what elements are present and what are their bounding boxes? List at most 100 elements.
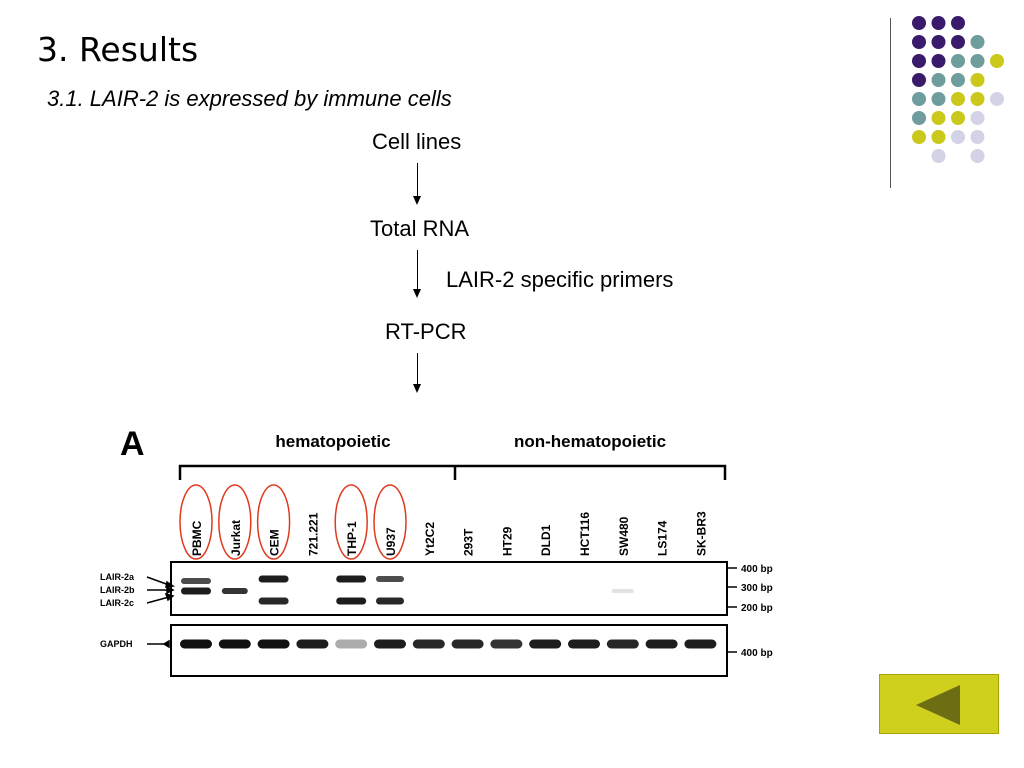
arrow-down-icon bbox=[413, 384, 421, 393]
gel-band bbox=[645, 639, 678, 649]
decorative-dot-grid bbox=[912, 16, 1004, 163]
lane-label: HCT116 bbox=[578, 512, 592, 556]
decorative-dot bbox=[912, 130, 926, 144]
decorative-dot bbox=[990, 92, 1004, 106]
flow-arrow-3 bbox=[417, 353, 418, 385]
lane-highlight-circle bbox=[334, 484, 368, 560]
decorative-dot bbox=[912, 92, 926, 106]
size-marker-200: 200 bp bbox=[741, 603, 773, 614]
lane-label: SW480 bbox=[617, 516, 631, 556]
lair2-gel bbox=[170, 561, 728, 616]
gel-band bbox=[374, 639, 406, 649]
lane-label: HT29 bbox=[500, 526, 514, 556]
decorative-dot bbox=[931, 35, 946, 49]
decorative-dot bbox=[951, 130, 965, 144]
gel-figure: A hematopoietic non-hematopoietic PBMC Ju… bbox=[100, 425, 773, 677]
gel-band bbox=[258, 575, 289, 583]
lane-label: THP-1 bbox=[345, 521, 359, 556]
decorative-dot bbox=[931, 73, 946, 87]
slide-title: 3. Results bbox=[37, 30, 199, 69]
back-triangle-icon bbox=[916, 685, 960, 725]
lane-label: Jurkat bbox=[229, 520, 243, 556]
lane-highlight-circle bbox=[373, 484, 407, 560]
gel-band bbox=[611, 589, 634, 593]
gel-band bbox=[335, 639, 368, 649]
lane-label: LS174 bbox=[656, 520, 670, 556]
gel-band bbox=[296, 639, 329, 649]
control-marker-400: 400 bp bbox=[741, 648, 773, 659]
gel-band bbox=[257, 639, 290, 649]
gel-band bbox=[451, 639, 484, 649]
decorative-divider bbox=[890, 18, 891, 188]
lane-label: CEM bbox=[268, 529, 282, 556]
lane-highlight-circle bbox=[179, 484, 213, 560]
gel-band bbox=[258, 597, 289, 605]
band-pointer-arrows bbox=[146, 576, 176, 649]
gel-band bbox=[181, 587, 211, 595]
gel-band bbox=[181, 578, 211, 584]
gel-band bbox=[490, 639, 523, 649]
decorative-dot bbox=[970, 54, 985, 68]
arrow-down-icon bbox=[413, 196, 421, 205]
size-marker-300: 300 bp bbox=[741, 583, 773, 594]
decorative-dot bbox=[912, 111, 926, 125]
flow-step-cell-lines: Cell lines bbox=[372, 129, 462, 154]
panel-label: A bbox=[120, 425, 145, 463]
gel-band bbox=[568, 639, 600, 649]
decorative-dot bbox=[970, 73, 985, 87]
group-bracket bbox=[178, 464, 727, 480]
gel-band bbox=[684, 639, 717, 649]
band-label-lair-2c: LAIR-2c bbox=[100, 598, 134, 608]
decorative-dot bbox=[970, 130, 985, 144]
lane-label: Yt2C2 bbox=[423, 522, 437, 556]
decorative-dot bbox=[912, 35, 926, 49]
gel-band bbox=[529, 639, 562, 649]
lane-label: SK-BR3 bbox=[694, 511, 708, 556]
lane-label: DLD1 bbox=[539, 524, 553, 556]
decorative-dot bbox=[931, 54, 946, 68]
gel-band bbox=[336, 597, 367, 605]
decorative-dot bbox=[931, 16, 946, 30]
gel-band bbox=[336, 575, 367, 583]
back-button[interactable] bbox=[879, 674, 999, 734]
decorative-dot bbox=[931, 149, 946, 163]
lane-label: PBMC bbox=[190, 520, 204, 556]
decorative-dot bbox=[931, 92, 946, 106]
flow-step-total-rna: Total RNA bbox=[370, 216, 470, 241]
decorative-dot bbox=[951, 111, 965, 125]
decorative-dot bbox=[912, 54, 926, 68]
decorative-dot bbox=[970, 92, 985, 106]
decorative-dot bbox=[970, 111, 985, 125]
decorative-dot bbox=[931, 111, 946, 125]
decorative-dot bbox=[990, 54, 1004, 68]
decorative-dot bbox=[912, 73, 926, 87]
lane-highlight-circle bbox=[218, 484, 252, 560]
decorative-dot bbox=[951, 16, 965, 30]
gel-band bbox=[180, 639, 212, 649]
gel-band bbox=[218, 639, 251, 649]
group-label-non-hematopoietic: non-hematopoietic bbox=[514, 432, 666, 451]
flow-arrow-1 bbox=[417, 163, 418, 197]
decorative-dot bbox=[951, 54, 965, 68]
decorative-dot bbox=[970, 149, 985, 163]
lane-label: U937 bbox=[384, 527, 398, 556]
control-label-gapdh: GAPDH bbox=[100, 639, 133, 649]
flow-note-primers: LAIR-2 specific primers bbox=[446, 267, 674, 292]
gel-band bbox=[412, 639, 445, 649]
group-label-hematopoietic: hematopoietic bbox=[275, 432, 390, 451]
gel-band bbox=[376, 597, 404, 605]
arrow-down-icon bbox=[413, 289, 421, 298]
size-marker-400: 400 bp bbox=[741, 564, 773, 575]
flow-arrow-2 bbox=[417, 250, 418, 290]
decorative-dot bbox=[951, 92, 965, 106]
decorative-dot bbox=[951, 35, 965, 49]
gel-band bbox=[376, 576, 404, 582]
gapdh-gel bbox=[170, 624, 728, 677]
lane-highlight-circle bbox=[256, 484, 291, 560]
size-marker-ticks bbox=[727, 567, 737, 653]
decorative-dot bbox=[912, 16, 926, 30]
lane-label: 721.221 bbox=[306, 512, 320, 556]
decorative-dot bbox=[951, 73, 965, 87]
band-label-lair-2a: LAIR-2a bbox=[100, 572, 135, 582]
decorative-dot bbox=[970, 35, 985, 49]
